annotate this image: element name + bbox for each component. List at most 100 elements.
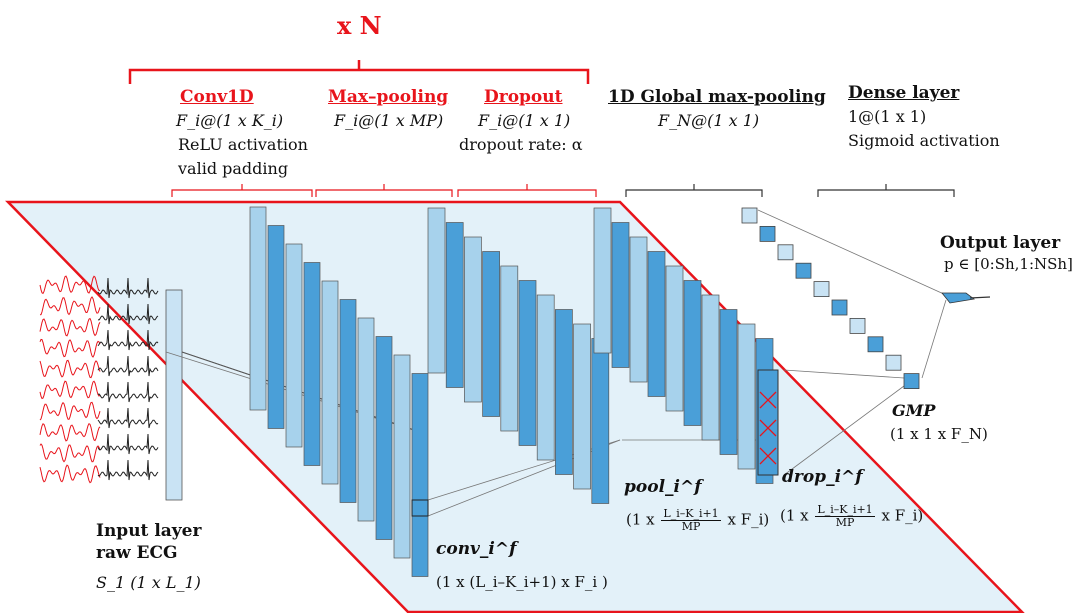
conv-map-6 [339,299,357,503]
conv-map-7 [357,317,375,522]
pool-map-8 [555,309,573,475]
ecg-red-line-2 [39,296,101,316]
conv1d-padding: valid padding [178,159,289,178]
dense-node-5 [813,281,830,298]
dense-bracket [817,184,955,197]
conv-map-8 [375,336,393,540]
dropout-shape: F_i@(1 x 1) [478,111,571,130]
ecg-red-line-7 [39,401,101,421]
ecg-red-line-9 [39,443,101,463]
ecg-black-line-2 [97,303,159,325]
dense-node-3 [777,244,794,261]
dense-node-1 [741,207,758,224]
input-title: Input layer [96,521,202,541]
dense-node-6 [831,299,848,316]
pool-map-10 [591,338,610,504]
input-subtitle: raw ECG [96,543,178,563]
dense-node-8 [867,336,884,353]
ecg-black-line-5 [97,381,159,403]
dropout-title: Dropout [484,87,563,107]
gmp-shape: F_N@(1 x 1) [658,111,760,130]
input-shape: S_1 (1 x L_1) [96,573,201,592]
drop-shape-suffix: x F_i) [881,506,924,525]
conv-map-1 [249,206,267,411]
ecg-red-line-10 [39,464,101,484]
drop-map-1 [593,207,612,354]
pool-map-5 [500,265,519,432]
dense-node-2 [759,225,776,242]
dense-activation: Sigmoid activation [848,131,1000,150]
drop-map-6 [683,280,702,426]
conv-map-4 [303,262,321,466]
conv-receptive-box [411,499,429,517]
dropout-x-marks [759,391,777,465]
pool-map-3 [464,236,482,403]
dense-node-7 [849,317,866,334]
ecg-black-signal [97,277,159,481]
pool-shape-prefix: (1 x [626,510,655,529]
conv-bracket [171,184,313,197]
drop-frac-den: MP [835,516,855,530]
drop-bracket [457,184,597,197]
ecg-red-line-5 [39,359,101,379]
ecg-red-line-4 [39,338,101,358]
ecg-red-line-3 [39,317,101,337]
gmp-title: 1D Global max-pooling [608,87,826,107]
conv-map-3 [285,243,303,448]
dense-node-10 [903,373,920,390]
dense-shape: 1@(1 x 1) [848,107,927,126]
maxpool-shape: F_i@(1 x MP) [334,111,444,130]
gmp-bracket [625,184,763,197]
ecg-black-line-1 [97,277,159,299]
pool-frac-den: MP [681,520,701,534]
ecg-red-line-6 [39,380,101,400]
pool-map-7 [536,294,555,461]
conv1d-activation: ReLU activation [178,135,308,154]
ecg-black-line-7 [97,433,159,455]
output-node [941,292,975,304]
conv-map-2 [267,225,285,429]
pool-map-2 [445,222,464,388]
drop-map-3 [629,236,648,383]
drop-frac-num: L_i–K_i+1 [815,503,875,518]
pool-map-6 [518,280,537,446]
ecg-red-line-1 [39,275,101,295]
drop-output-name: drop_i^f [782,467,863,487]
drop-map-8 [719,309,738,455]
repeat-bracket [128,60,590,84]
maxpool-title: Max–pooling [328,87,449,107]
drop-map-7 [701,294,720,441]
gmp-output-shape: (1 x 1 x F_N) [890,425,988,443]
drop-map-4 [647,251,666,397]
gmp-output-name: GMP [892,401,936,420]
conv-output-shape: (1 x (L_i–K_i+1) x F_i ) [436,573,608,591]
ecg-black-line-6 [97,407,159,429]
ecg-red-line-8 [39,422,101,442]
dense-title: Dense layer [848,83,960,103]
drop-shape-prefix: (1 x [780,506,809,525]
ecg-black-line-4 [97,355,159,377]
input-bar [165,289,183,501]
pool-frac-num: L_i–K_i+1 [661,507,721,522]
pool-map-4 [482,251,500,417]
repeat-label: x N [337,11,382,40]
conv-output-name: conv_i^f [436,539,517,559]
ecg-red-signal [39,275,101,484]
pool-output-name: pool_i^f [624,477,702,497]
dense-node-9 [885,354,902,371]
pool-shape-suffix: x F_i) [727,510,770,529]
output-formula: p ∈ [0:Sh,1:NSh] [944,255,1073,273]
conv-map-10 [411,373,429,577]
drop-final-map [757,369,779,476]
drop-map-2 [611,222,630,368]
drop-map-5 [665,265,684,412]
conv1d-shape: F_i@(1 x K_i) [176,111,284,130]
conv-map-9 [393,354,411,559]
pool-bracket [315,184,453,197]
conv-map-5 [321,280,339,485]
